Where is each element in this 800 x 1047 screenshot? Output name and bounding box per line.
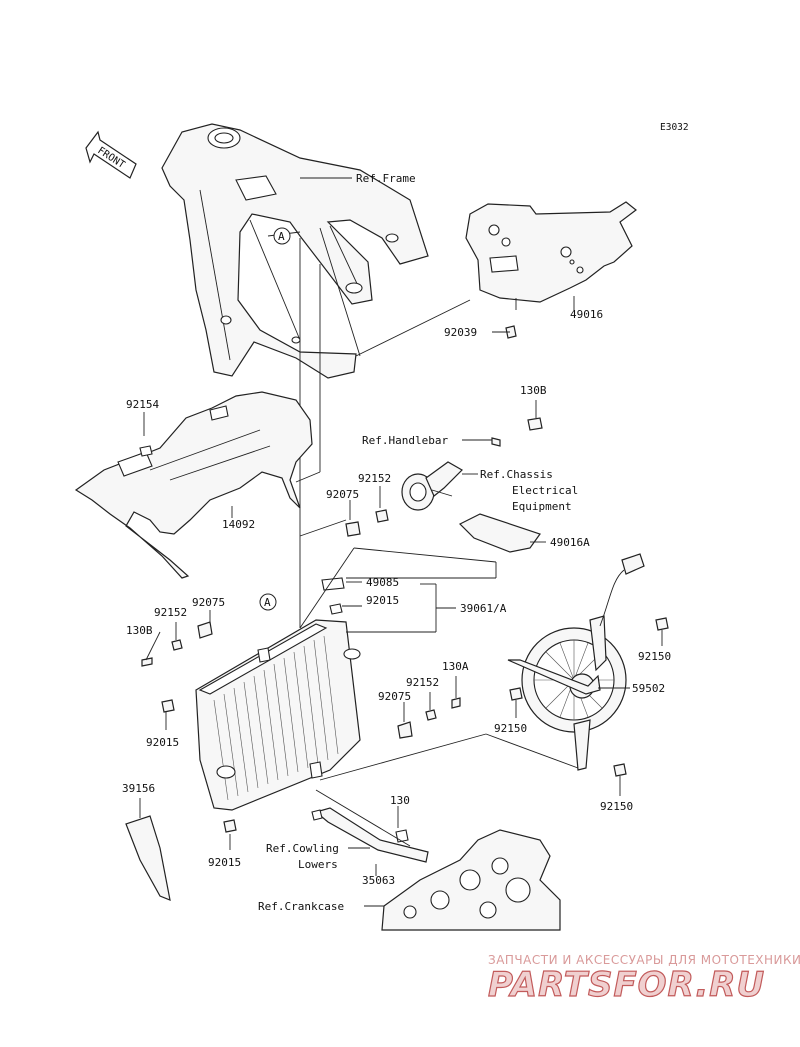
label-130a: 130A (442, 660, 469, 673)
label-130b-left: 130B (126, 624, 153, 637)
label-92150-bot: 92150 (600, 800, 633, 813)
label-39156: 39156 (122, 782, 155, 795)
radiator-39061 (195, 577, 361, 811)
bolt-130b-top (527, 417, 543, 431)
label-92075-left: 92075 (192, 596, 225, 609)
horn-assembly (401, 461, 463, 511)
label-ref-crankcase: Ref.Crankcase (258, 900, 344, 913)
bracket-49016 (465, 201, 637, 303)
radiator-fins (213, 635, 339, 801)
label-92150-mid: 92150 (494, 722, 527, 735)
grommet-pair-top (345, 509, 389, 537)
watermark-brand: PARTSFOR.RU (488, 965, 765, 1005)
label-ref-handlebar: Ref.Handlebar (362, 434, 448, 447)
label-92150-top: 92150 (638, 650, 671, 663)
label-39061: 39061/A (460, 602, 507, 615)
callout-a-top: A (273, 227, 291, 245)
part-labels: Ref.Frame 49016 92039 130B Ref.Handlebar… (122, 172, 671, 913)
front-arrow-icon: FRONT (85, 130, 137, 179)
label-130b-top: 130B (520, 384, 547, 397)
label-92015-bot: 92015 (208, 856, 241, 869)
fasteners-fan (509, 617, 669, 777)
label-ref-cowling-2: Lowers (298, 858, 338, 871)
fasteners-left (141, 621, 237, 833)
label-ref-cowling-1: Ref.Cowling (266, 842, 339, 855)
label-59502: 59502 (632, 682, 665, 695)
label-92152-mid: 92152 (406, 676, 439, 689)
label-ref-chassis-2: Electrical (512, 484, 578, 497)
label-92152-left: 92152 (154, 606, 187, 619)
label-49085: 49085 (366, 576, 399, 589)
label-49016a: 49016A (550, 536, 590, 549)
label-ref-chassis-1: Ref.Chassis (480, 468, 553, 481)
label-92015-left: 92015 (146, 736, 179, 749)
diagram-code: E3032 (660, 122, 689, 133)
duct-14092 (74, 391, 313, 579)
label-130: 130 (390, 794, 410, 807)
handlebar-clip (491, 437, 501, 447)
watermark: ЗАПЧАСТИ И АКСЕССУАРЫ ДЛЯ МОТОТЕХНИКИ PA… (487, 953, 800, 1006)
cover-39156 (125, 815, 171, 901)
plate-49016a (458, 513, 541, 553)
label-ref-frame: Ref.Frame (356, 172, 416, 185)
label-92075-top: 92075 (326, 488, 359, 501)
callout-a-lower: A (259, 593, 277, 611)
label-49016: 49016 (570, 308, 603, 321)
label-92015-top: 92015 (366, 594, 399, 607)
callout-a-top-text: A (278, 230, 285, 243)
label-92039: 92039 (444, 326, 477, 339)
hose-35063 (311, 807, 429, 863)
watermark-tagline: ЗАПЧАСТИ И АКСЕССУАРЫ ДЛЯ МОТОТЕХНИКИ (488, 953, 800, 967)
crankcase-illustration (381, 829, 561, 931)
label-92075-mid: 92075 (378, 690, 411, 703)
label-14092: 14092 (222, 518, 255, 531)
label-ref-chassis-3: Equipment (512, 500, 572, 513)
leader-lines (139, 177, 663, 907)
fasteners-mid (397, 697, 461, 739)
label-92152-top: 92152 (358, 472, 391, 485)
nut-92039 (505, 325, 517, 339)
fan-59502 (507, 553, 645, 771)
label-92154: 92154 (126, 398, 159, 411)
frame-illustration (161, 123, 429, 628)
callout-a-lower-text: A (264, 596, 271, 609)
label-35063: 35063 (362, 874, 395, 887)
